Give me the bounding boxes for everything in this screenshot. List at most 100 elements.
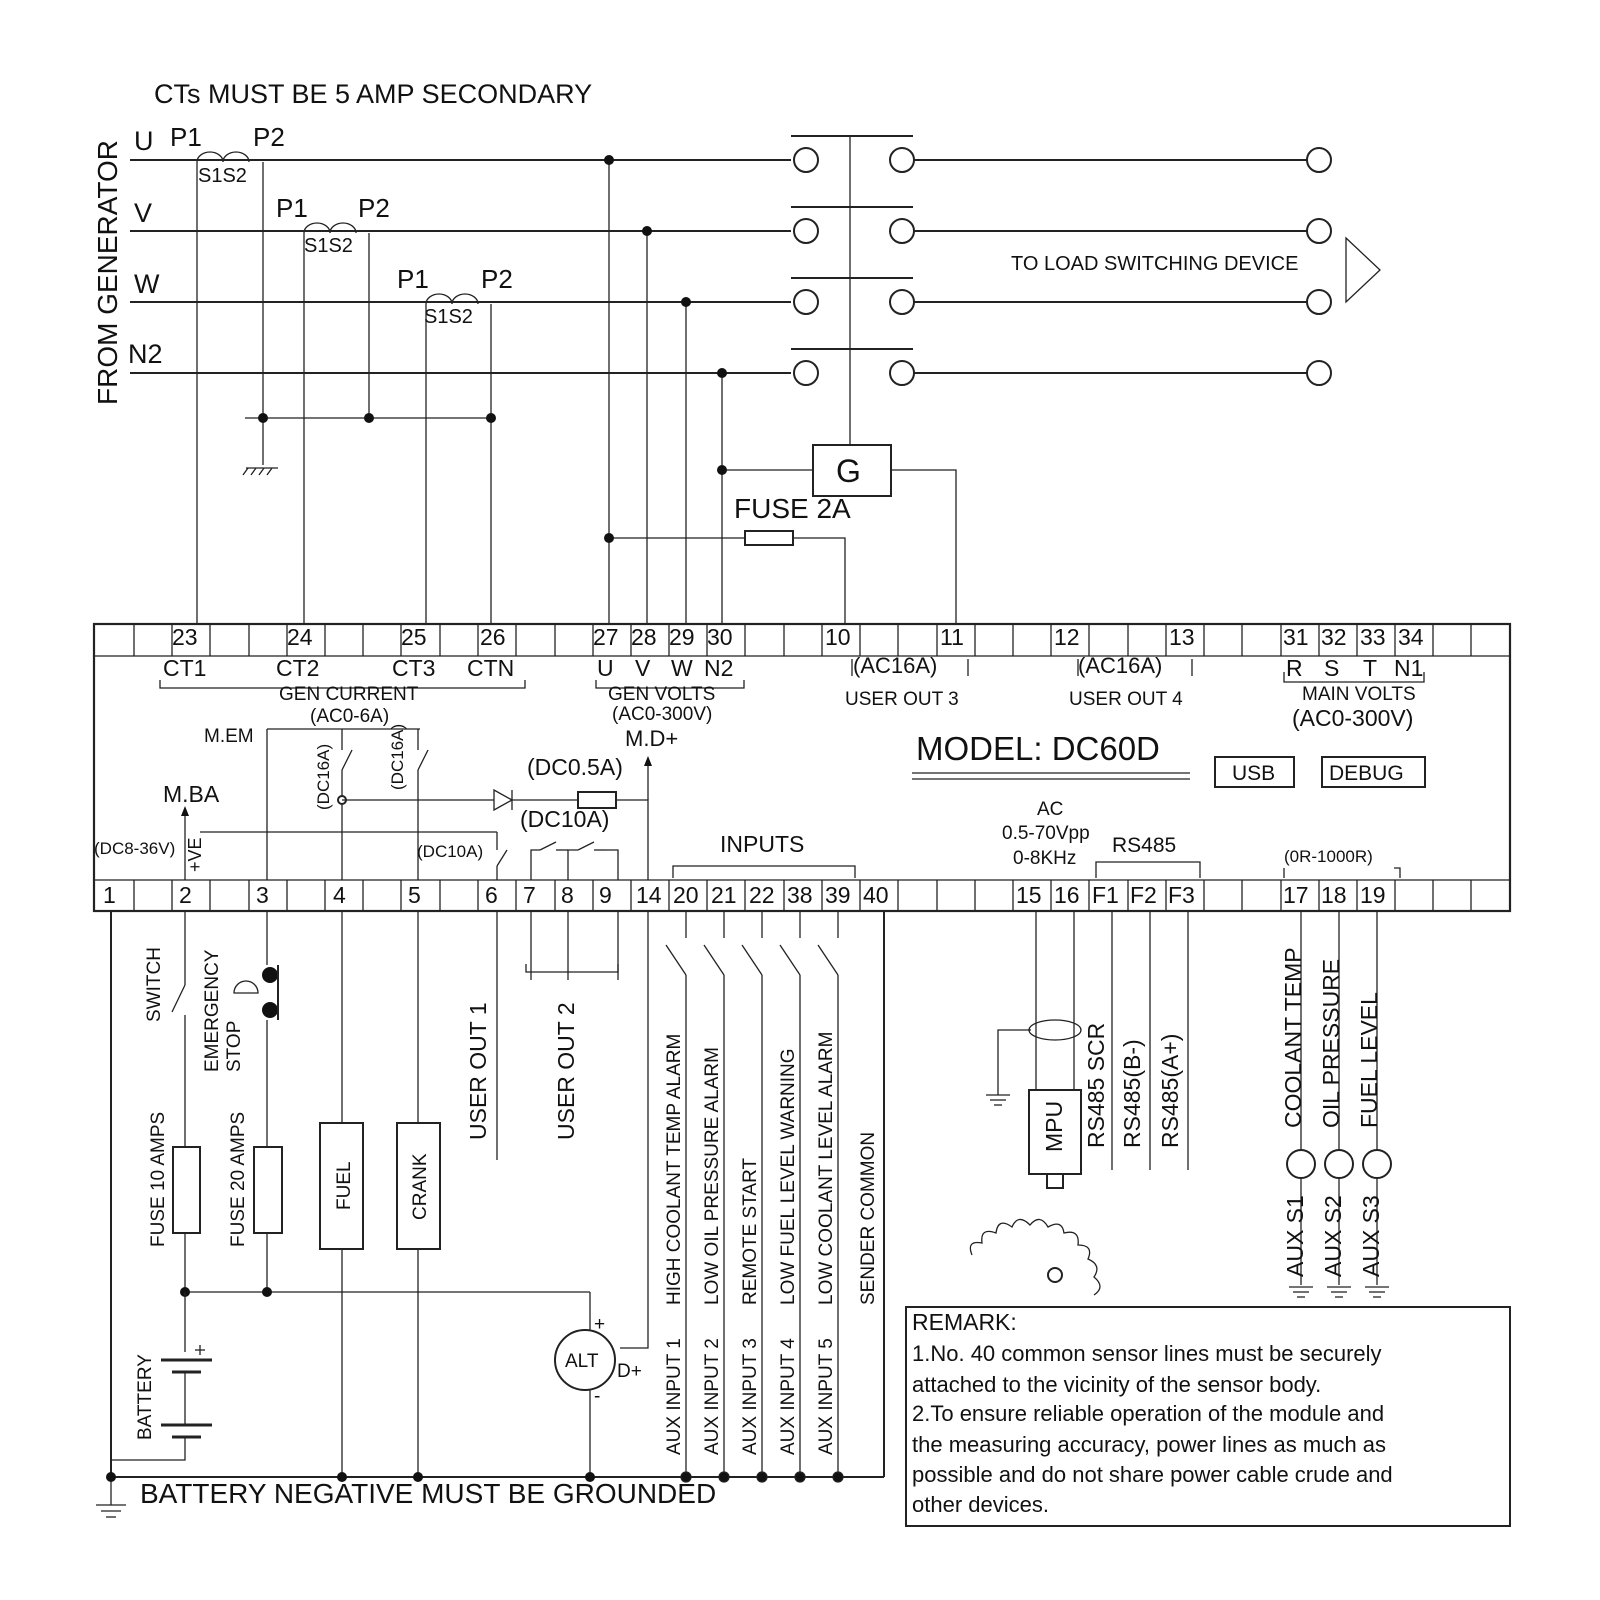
input-switch-contact (817, 944, 839, 976)
emergency-label: EMERGENCY (202, 949, 223, 1072)
top-terminal-number: 10 (825, 624, 851, 650)
usb-port (1214, 756, 1295, 788)
rs485-bracket (1095, 861, 1201, 878)
gen-current-bracket (159, 680, 526, 689)
top-terminal-number: 11 (940, 624, 964, 650)
rs485-scr-label: RS485 SCR (1083, 1023, 1109, 1148)
ct-note: CTs MUST BE 5 AMP SECONDARY (154, 79, 592, 109)
dc10a-label: (DC10A) (520, 806, 609, 832)
node (262, 1287, 272, 1297)
top-terminal-number: 27 (593, 624, 619, 650)
fuel-label: FUEL (334, 1161, 355, 1210)
bottom-terminal-number: 20 (673, 882, 699, 908)
bottom-terminal-number: 16 (1054, 882, 1080, 908)
node (364, 413, 374, 423)
node (717, 465, 727, 475)
to-load-arrow-icon (1345, 236, 1381, 304)
bottom-terminal-number: 14 (636, 882, 662, 908)
user-out2-label: USER OUT 2 (553, 1002, 579, 1140)
top-terminal-number: 29 (669, 624, 695, 650)
gen-volts-range: (AC0-300V) (612, 704, 712, 725)
input-switch-contact (779, 944, 801, 976)
top-terminal-label: S (1324, 655, 1339, 681)
top-terminal-strip (133, 624, 1472, 656)
remark-line: 2.To ensure reliable operation of the mo… (912, 1401, 1384, 1426)
user-out4-rating: (AC16A) (1078, 653, 1162, 678)
fuse-10a (172, 1146, 201, 1234)
alternator-icon (554, 1329, 616, 1391)
node (756, 1471, 768, 1483)
flywheel-center (1047, 1267, 1063, 1283)
key-switch-contact (171, 984, 186, 1013)
mpu-ground-icon (986, 1094, 1010, 1106)
usb-label: USB (1232, 762, 1275, 785)
node (604, 533, 614, 543)
top-terminal-label: CT3 (392, 655, 435, 681)
bottom-terminal-number: 38 (787, 882, 813, 908)
alarm-label: HIGH COOLANT TEMP ALARM (664, 1034, 685, 1305)
mpu-tip (1046, 1173, 1064, 1189)
inputs-label: INPUTS (720, 831, 804, 857)
sensor-label: FUEL LEVEL (1356, 992, 1382, 1128)
ct3-p1: P1 (397, 264, 429, 294)
top-terminal-label: CTN (467, 655, 514, 681)
battery-icon (161, 1345, 212, 1450)
fuse20-label: FUSE 20 AMPS (228, 1112, 249, 1247)
contactor-terminal (793, 289, 819, 315)
top-terminal-number: 12 (1054, 624, 1080, 650)
sensor-icon (1286, 1149, 1316, 1179)
user-out3-label: USER OUT 3 (845, 689, 959, 710)
input-switch-contact (741, 944, 763, 976)
crank-relay-contact (417, 749, 429, 771)
mba-arrow-head (181, 806, 189, 816)
user-out3-rating: (AC16A) (853, 653, 937, 678)
load-terminal (1306, 360, 1332, 386)
node (337, 1472, 347, 1482)
bottom-terminal-number: 15 (1016, 882, 1042, 908)
bottom-terminal-number: 40 (863, 882, 889, 908)
stop-label: STOP (224, 1021, 245, 1072)
ve-label: +VE (185, 837, 205, 872)
bottom-terminal-number: 21 (711, 882, 737, 908)
out2-relay-contact (577, 841, 595, 851)
input-switch-contact (703, 944, 725, 976)
remark-line: 1.No. 40 common sensor lines must be sec… (912, 1341, 1382, 1366)
alarm-label: SENDER COMMON (858, 1132, 879, 1305)
fuel-relay-contact (341, 749, 353, 771)
mpu-shield-wire (997, 1029, 1031, 1095)
gen-current-range: (AC0-6A) (310, 706, 389, 727)
main-volts-bracket (1283, 672, 1425, 683)
g-label: G (836, 453, 861, 489)
sensor-icon (1324, 1149, 1354, 1179)
rs485-label: RS485 (1112, 834, 1176, 857)
ct1-p1: P1 (170, 122, 202, 152)
flywheel-gear-icon (969, 1218, 1101, 1296)
sensor-icon (1362, 1149, 1392, 1179)
debug-label: DEBUG (1329, 762, 1404, 785)
ct2-p2: P2 (358, 193, 390, 223)
md-label: M.D+ (625, 726, 678, 751)
mpu-shield-icon (1028, 1019, 1082, 1041)
bottom-terminal-number: 8 (561, 882, 574, 908)
aux-sensor-label: AUX S3 (1358, 1195, 1384, 1277)
ct-ground-icon (242, 467, 278, 476)
bottom-terminal-strip (133, 880, 1472, 911)
alarm-label: REMOTE START (740, 1158, 761, 1305)
top-terminal-label: U (597, 655, 614, 681)
remark-line: other devices. (912, 1492, 1049, 1517)
alarm-label: LOW COOLANT LEVEL ALARM (816, 1032, 837, 1305)
aux-input-label: AUX INPUT 1 (664, 1338, 685, 1455)
top-terminal-label: CT1 (163, 655, 206, 681)
resistance-bracket (1283, 867, 1401, 878)
ac-range-label: 0.5-70Vpp (1002, 823, 1090, 844)
gen-volts-label: GEN VOLTS (608, 684, 715, 705)
bottom-terminal-number: 7 (523, 882, 536, 908)
load-terminal (1306, 289, 1332, 315)
aux-input-label: AUX INPUT 4 (778, 1338, 799, 1455)
switch-label: SWITCH (144, 947, 165, 1022)
node (794, 1471, 806, 1483)
ct1-p2: P2 (253, 122, 285, 152)
bottom-terminal-number: 6 (485, 882, 498, 908)
battery-wire (111, 1450, 186, 1461)
